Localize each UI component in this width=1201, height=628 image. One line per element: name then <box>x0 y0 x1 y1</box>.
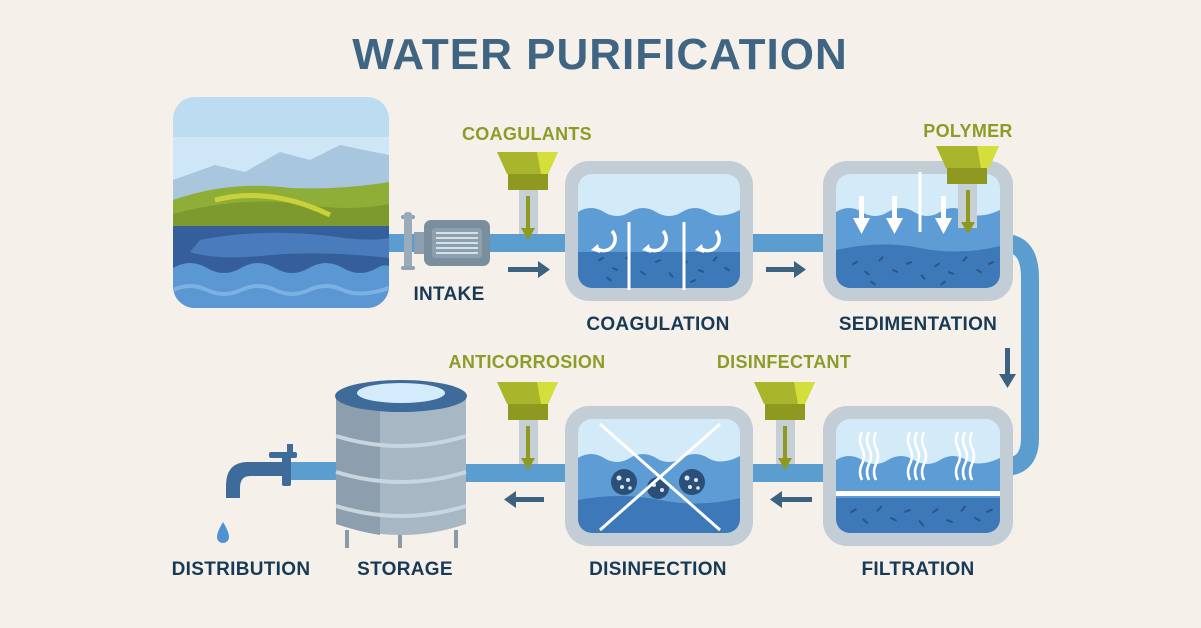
flow-arrow-left-icon <box>504 491 544 508</box>
filtration-label: FILTRATION <box>861 559 975 580</box>
disinfection-tank <box>565 406 753 546</box>
intake-pump <box>401 212 490 270</box>
rising-water-icon <box>858 431 976 481</box>
storage-label: STORAGE <box>357 559 453 580</box>
coagulants-hopper <box>497 152 558 240</box>
settling-arrow-icon <box>853 196 952 234</box>
distribution-label: DISTRIBUTION <box>171 559 311 580</box>
intake-label: INTAKE <box>413 284 485 305</box>
coagulation-label: COAGULATION <box>586 314 730 335</box>
disinfection-label: DISINFECTION <box>589 559 727 580</box>
disinfectant-label: DISINFECTANT <box>716 352 852 372</box>
anticorrosion-hopper <box>497 382 558 470</box>
coagulation-tank <box>565 161 753 301</box>
flow-arrow-down-icon <box>999 348 1016 388</box>
coagulants-label: COAGULANTS <box>462 124 592 144</box>
water-source-scene <box>173 97 389 308</box>
sedimentation-label: SEDIMENTATION <box>838 314 998 335</box>
distribution-faucet <box>217 444 297 543</box>
return-pipe <box>1003 234 1039 476</box>
flow-arrow-right-icon <box>508 261 550 278</box>
storage-tank <box>335 380 467 548</box>
flow-arrows <box>504 261 1016 508</box>
flow-arrow-left-icon <box>770 491 812 508</box>
page-title: WATER PURIFICATION <box>352 30 848 79</box>
anticorrosion-label: ANTICORROSION <box>448 352 606 372</box>
disinfectant-hopper <box>754 382 815 470</box>
flow-arrow-right-icon <box>766 261 806 278</box>
filtration-tank <box>823 406 1013 546</box>
water-drop-icon <box>217 522 229 543</box>
polymer-label: POLYMER <box>923 121 1013 141</box>
polymer-hopper <box>936 146 999 234</box>
